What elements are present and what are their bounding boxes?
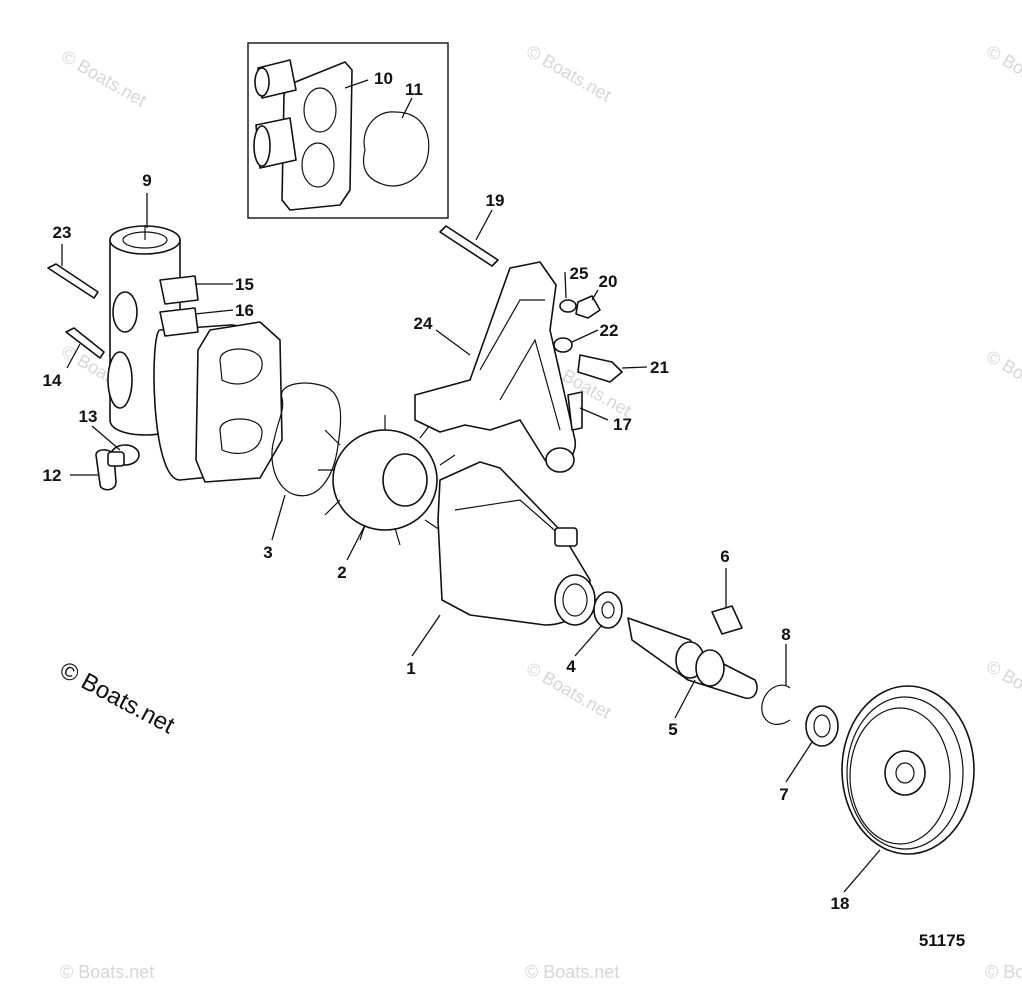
pump-plate	[195, 321, 283, 483]
thermostat-housing-assembly	[47, 225, 283, 491]
watermark: © Boats.net	[58, 46, 150, 110]
leader-lines	[61, 79, 881, 893]
mounting-bracket-24-part	[414, 225, 623, 473]
nut-20-part	[575, 295, 601, 319]
drawing-reference-number: 51175	[919, 931, 965, 950]
bushing-6-part	[711, 605, 743, 635]
watermark: © Boats.net	[523, 41, 615, 105]
drain-plug-12-thread	[107, 451, 125, 467]
callout-11: 11	[405, 80, 423, 99]
callout-5: 5	[668, 720, 677, 739]
callout-19: 19	[486, 191, 505, 210]
callout-14: 14	[43, 371, 62, 390]
callout-24: 24	[414, 314, 433, 333]
housing-side-port	[112, 291, 138, 333]
gasket-3-part	[271, 382, 342, 497]
fitting-16-part	[159, 307, 199, 337]
callout-8: 8	[781, 625, 790, 644]
callout-17: 17	[613, 415, 632, 434]
callout-22: 22	[600, 321, 619, 340]
callout-7: 7	[779, 785, 788, 804]
pump-housing-1-part	[437, 461, 596, 626]
watermark: © Boats.net	[525, 962, 619, 982]
callout-2: 2	[337, 563, 346, 582]
pulley-18-part	[841, 685, 975, 855]
bolt-21-part	[577, 354, 623, 383]
watermark: © Boats.net	[60, 962, 154, 982]
housing-side-port	[107, 351, 133, 409]
callout-1: 1	[406, 659, 415, 678]
callout-16: 16	[235, 301, 254, 320]
callout-25: 25	[570, 264, 589, 283]
callout-21: 21	[650, 358, 669, 377]
bolt-23-part	[47, 263, 99, 299]
fitting-15-part	[159, 275, 199, 305]
callout-12: 12	[43, 466, 62, 485]
shaft-5-part	[627, 617, 758, 700]
watermark: © Boats.net	[985, 962, 1022, 982]
callout-6: 6	[720, 547, 729, 566]
cover-fitting-bore	[254, 67, 270, 97]
callout-20: 20	[599, 272, 618, 291]
bolt-17-part	[567, 391, 583, 431]
impeller-2-part	[318, 415, 456, 546]
snap-ring-8-part	[761, 684, 791, 725]
watermark: © Boats.net	[983, 41, 1022, 105]
callout-labels: 9 10 11 19 23 15 16 25 20 24 22 21 14 13…	[43, 69, 850, 913]
cover-port-upper	[303, 87, 337, 133]
callout-13: 13	[79, 407, 98, 426]
callout-3: 3	[263, 543, 272, 562]
callout-15: 15	[235, 275, 254, 294]
stud-19-part	[439, 225, 499, 267]
pump-plate-port	[219, 418, 263, 454]
watermark: © Boats.net	[983, 346, 1022, 410]
callout-23: 23	[53, 223, 72, 242]
inset-frame	[247, 42, 449, 219]
washer-22-part	[553, 337, 573, 353]
watermark: © Boats.net	[983, 656, 1022, 720]
cover-gasket-part	[363, 111, 430, 187]
callout-4: 4	[566, 657, 576, 676]
seal-7-part	[805, 705, 839, 747]
pump-plate-port	[219, 348, 263, 385]
bolt-14-part	[65, 327, 105, 359]
cover-port-lower	[301, 142, 335, 188]
cover-fitting-bore	[253, 125, 271, 167]
callout-10: 10	[374, 69, 393, 88]
callout-18: 18	[831, 894, 850, 913]
copyright-notice: © Boats.net	[55, 656, 179, 739]
inset-cover-gasket	[247, 42, 449, 219]
washer-25-part	[559, 299, 577, 313]
callout-9: 9	[142, 171, 151, 190]
bearing-4-part	[593, 591, 623, 629]
